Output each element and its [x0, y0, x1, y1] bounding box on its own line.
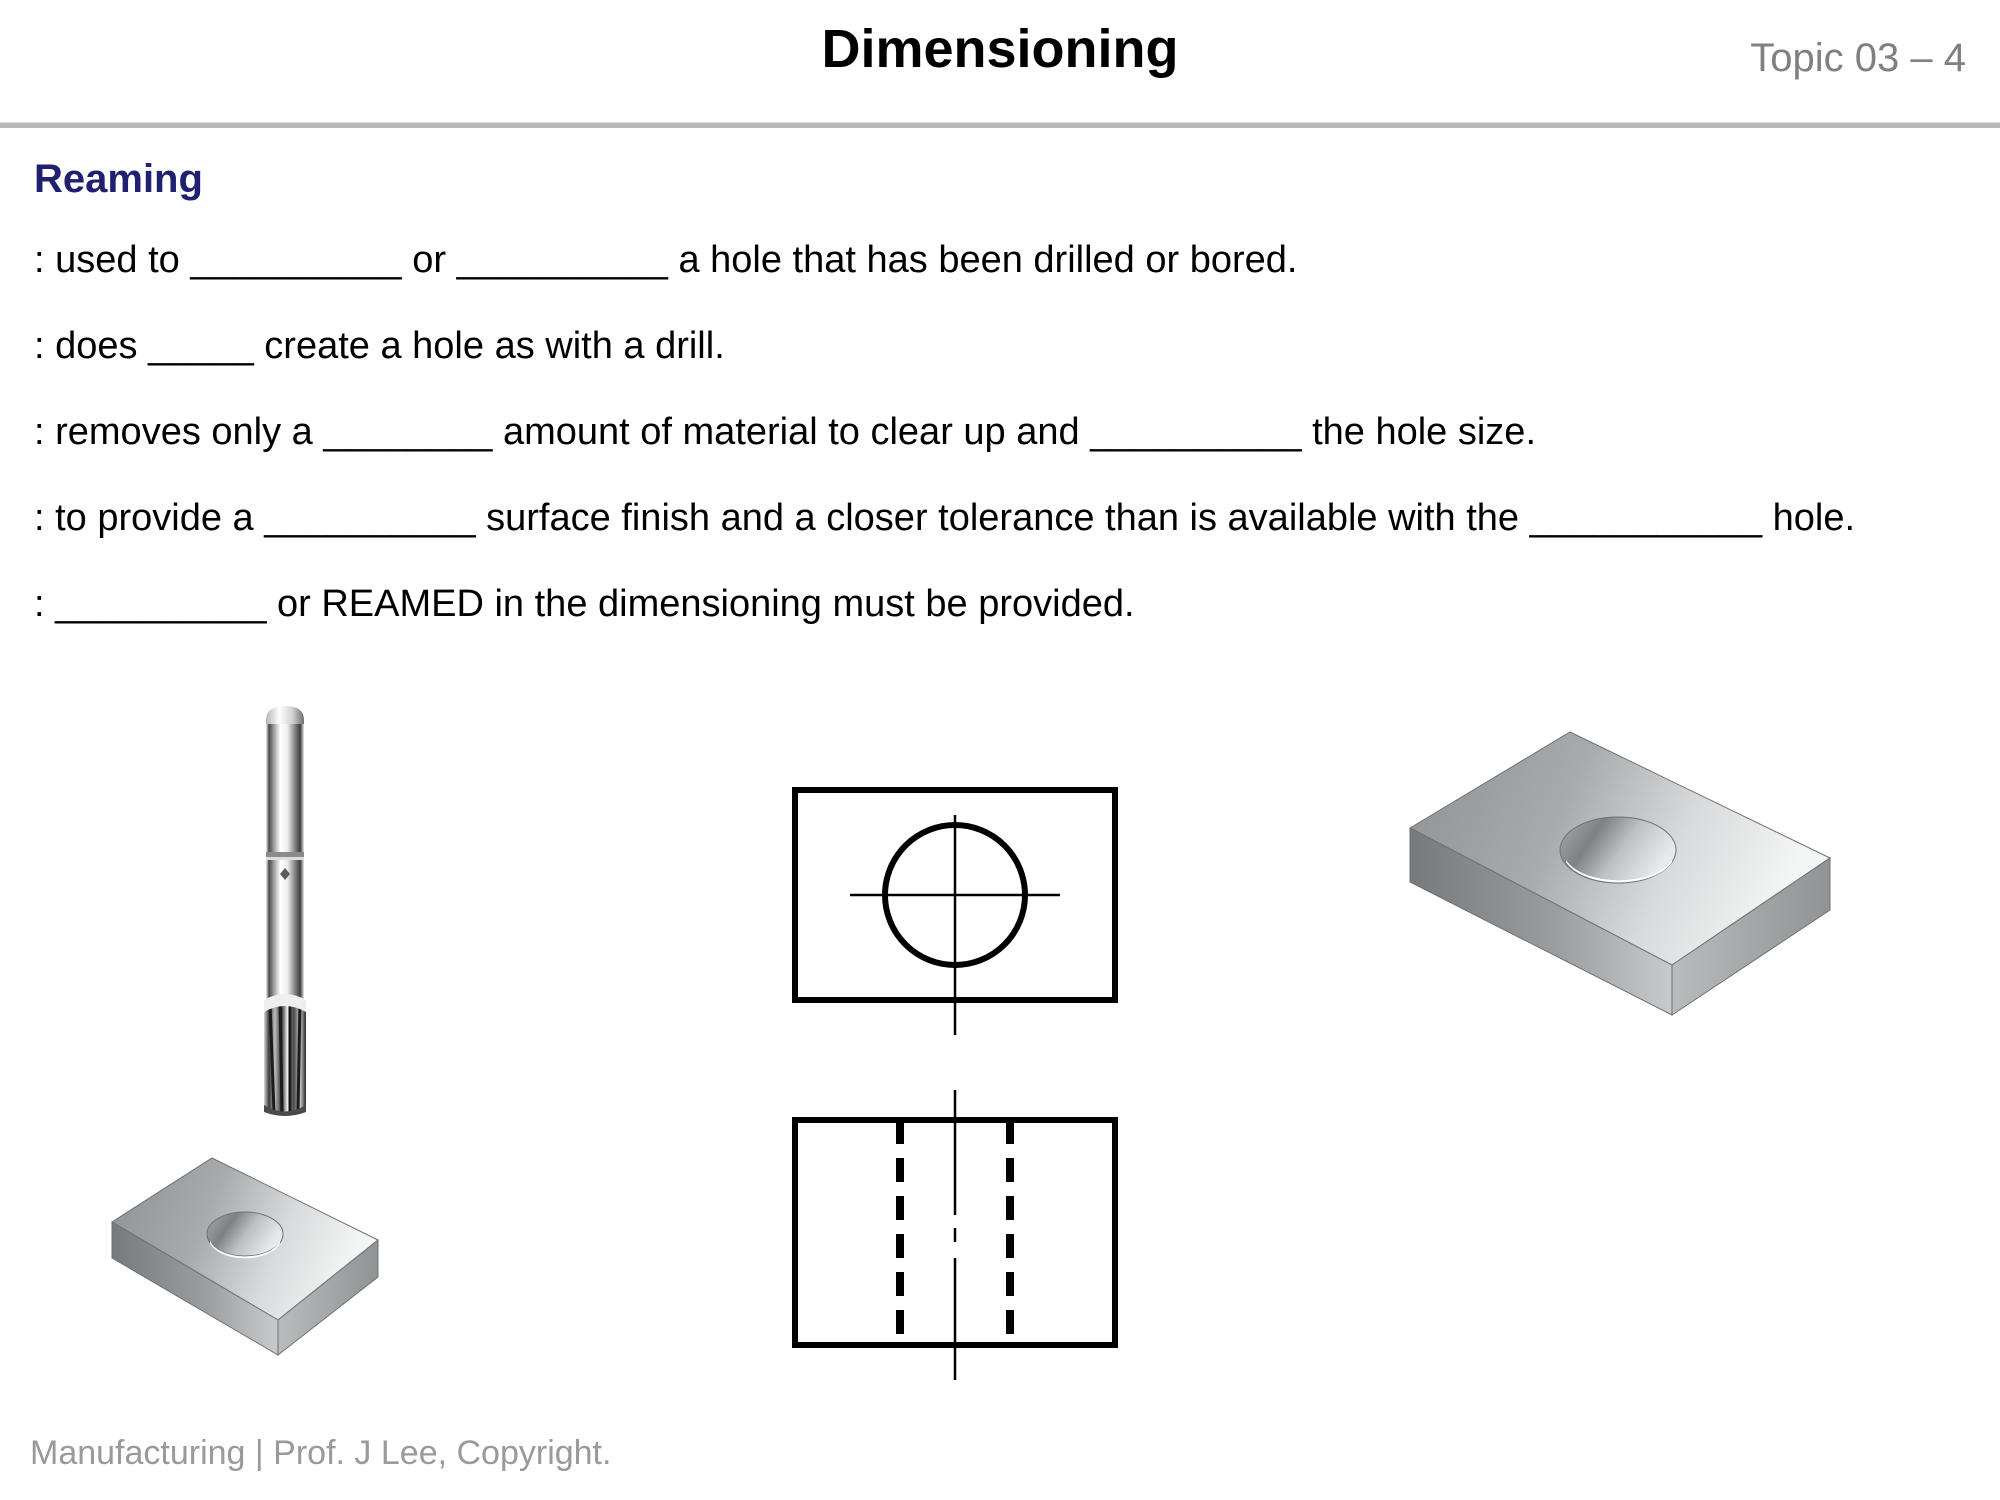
- page-title: Dimensioning: [821, 19, 1179, 79]
- bullet-item: : removes only a ________ amount of mate…: [34, 411, 1537, 453]
- slide-header: Dimensioning Topic 03 – 4: [0, 0, 2000, 128]
- isometric-plate-with-hole-icon: [1408, 731, 1831, 1016]
- bullet-list: : used to __________ or __________ a hol…: [34, 238, 1989, 668]
- iso-block-right-figure: [1390, 710, 1850, 1050]
- section-heading: Reaming: [34, 157, 203, 201]
- figure-row: [0, 690, 2000, 1410]
- header-divider: [0, 122, 2000, 128]
- bullet-item: : to provide a __________ surface finish…: [34, 497, 1856, 539]
- isometric-plate-with-hole-icon: [111, 1157, 379, 1357]
- front-view-drawing: [792, 1090, 1118, 1380]
- bullet-item: : __________ or REAMED in the dimensioni…: [34, 583, 1135, 625]
- reamer-tool-icon: [264, 706, 306, 1116]
- footer-credit: Manufacturing | Prof. J Lee, Copyright.: [30, 1434, 612, 1472]
- ortho-front-view-figure: [775, 1090, 1175, 1380]
- top-view-drawing: [792, 787, 1118, 1035]
- bullet-item: : used to __________ or __________ a hol…: [34, 239, 1298, 281]
- iso-block-left-figure: [100, 1140, 390, 1380]
- ortho-top-view-figure: [775, 770, 1175, 1040]
- reamer-tool-figure: [230, 700, 360, 1120]
- bullet-item: : does _____ create a hole as with a dri…: [34, 325, 725, 367]
- topic-number-label: Topic 03 – 4: [1750, 36, 1966, 80]
